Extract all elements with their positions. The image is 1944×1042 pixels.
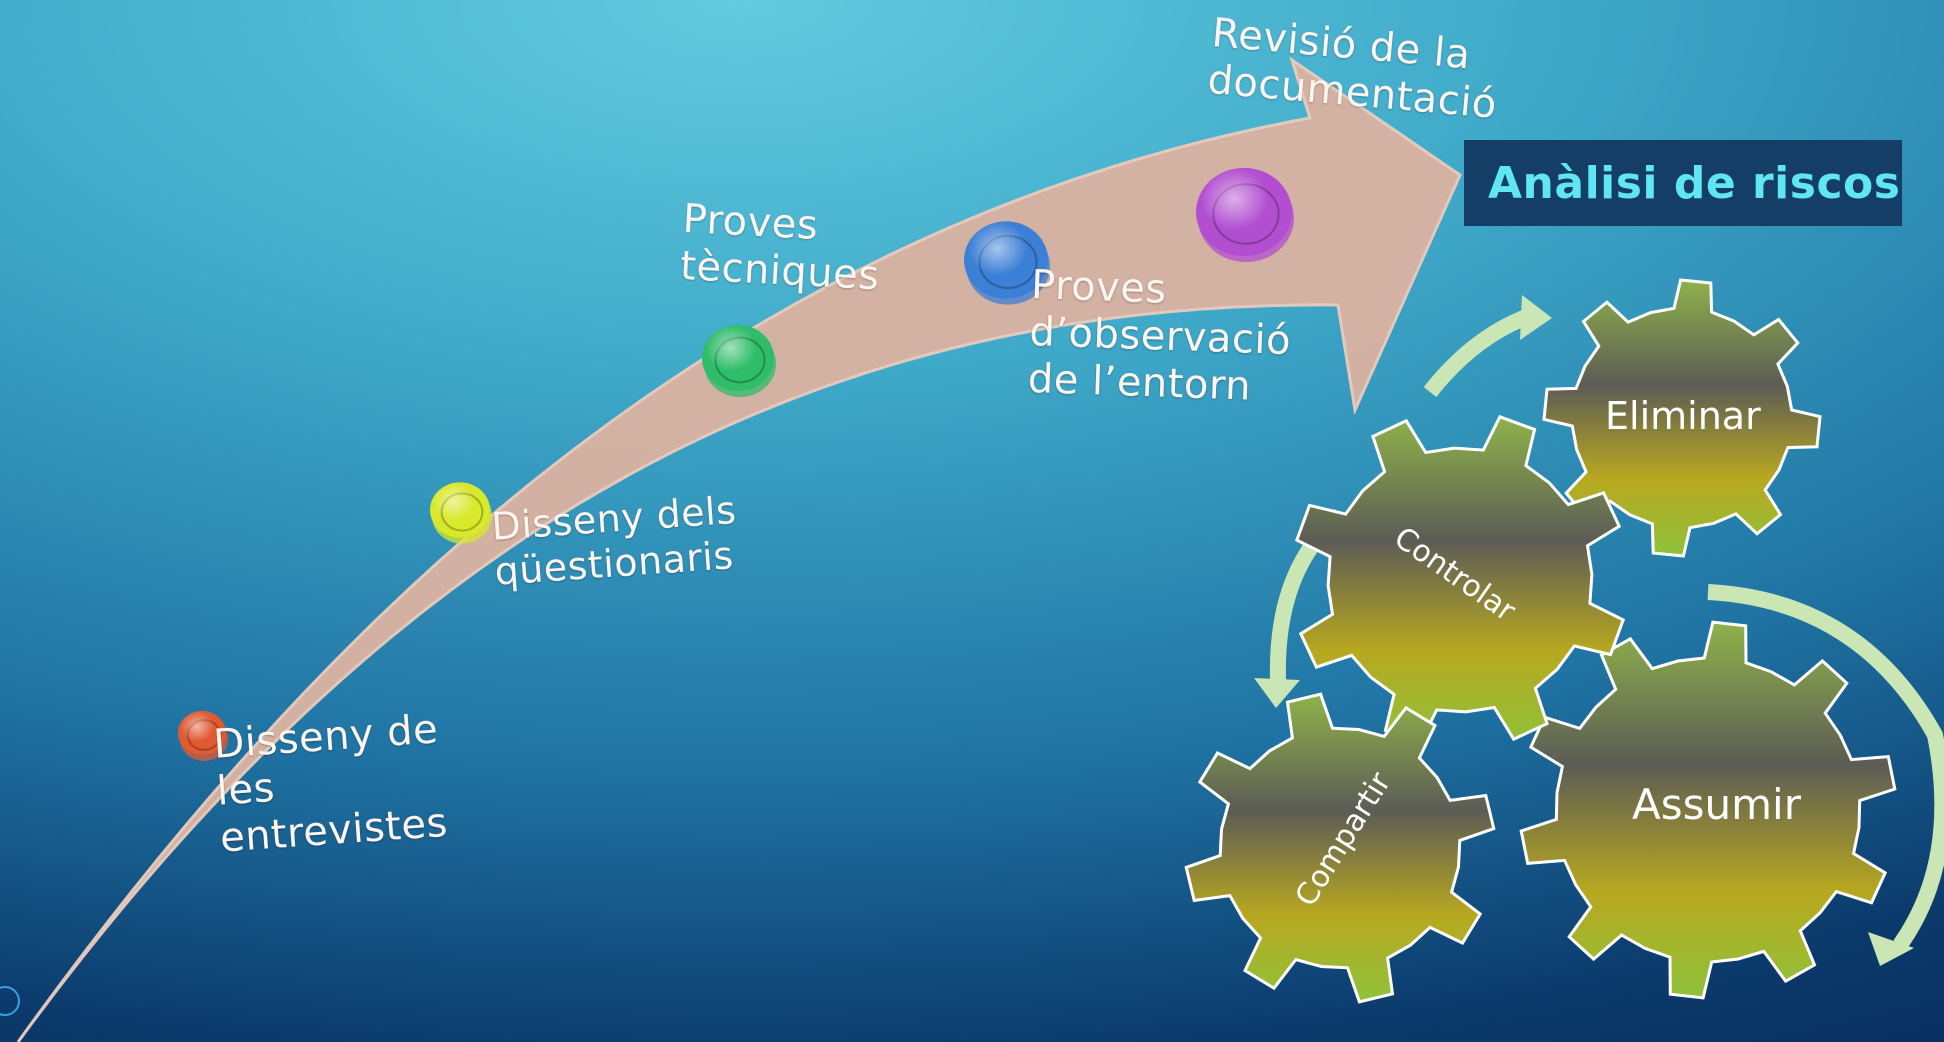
gear-label-eliminar: Eliminar — [1605, 394, 1761, 438]
risk-title-box: Anàlisi de riscos — [1464, 140, 1902, 226]
step-button-2 — [430, 482, 492, 543]
step-label-2: Disseny dels qüestionaris — [490, 488, 741, 595]
step-label-3: Proves tècniques — [679, 196, 883, 301]
step-label-4: Proves d’observació de l’entorn — [1027, 262, 1293, 413]
gear-label-assumir: Assumir — [1632, 780, 1801, 829]
cycle-arrow-top — [1430, 315, 1532, 392]
arrowhead-top — [1520, 295, 1552, 340]
risk-title: Anàlisi de riscos — [1464, 158, 1900, 209]
step-label-1: Disseny de les entrevistes — [212, 706, 449, 863]
